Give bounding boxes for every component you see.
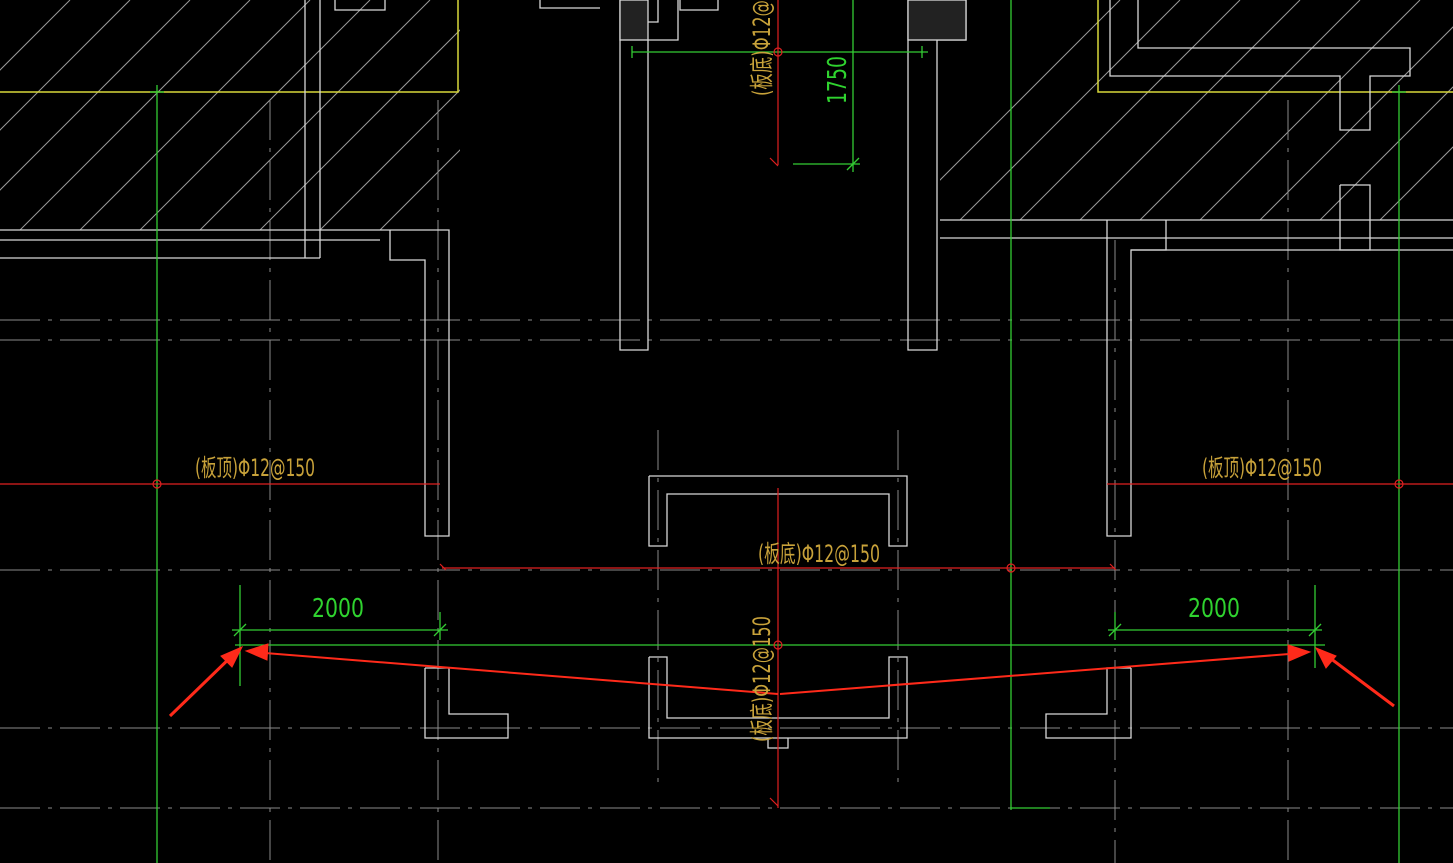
rebar-label-middle: (板底)Φ12@150 bbox=[758, 540, 880, 568]
dimension-label-right: 2000 bbox=[1188, 594, 1240, 624]
wall-outlines bbox=[0, 0, 1453, 749]
rebar-label-left: (板顶)Φ12@150 bbox=[195, 454, 315, 482]
rebar-nodes bbox=[152, 47, 1404, 650]
hatch-left bbox=[0, 0, 460, 230]
axis-ticks bbox=[150, 46, 1406, 171]
dimension-right bbox=[1108, 585, 1322, 668]
rebar-label-vertical-bottom: (板底)Φ12@150 bbox=[748, 616, 776, 742]
rebar-label-right: (板顶)Φ12@150 bbox=[1202, 454, 1322, 482]
grid-centerlines bbox=[0, 100, 1453, 863]
hatch-right bbox=[940, 0, 1453, 220]
rebar-label-vertical-top: (板底)Φ12@ bbox=[748, 0, 776, 96]
dimension-left bbox=[232, 585, 448, 686]
dimension-label-left: 2000 bbox=[312, 594, 364, 624]
dimension-label-top: 1750 bbox=[823, 56, 853, 104]
red-arrow-icon bbox=[168, 643, 1395, 718]
